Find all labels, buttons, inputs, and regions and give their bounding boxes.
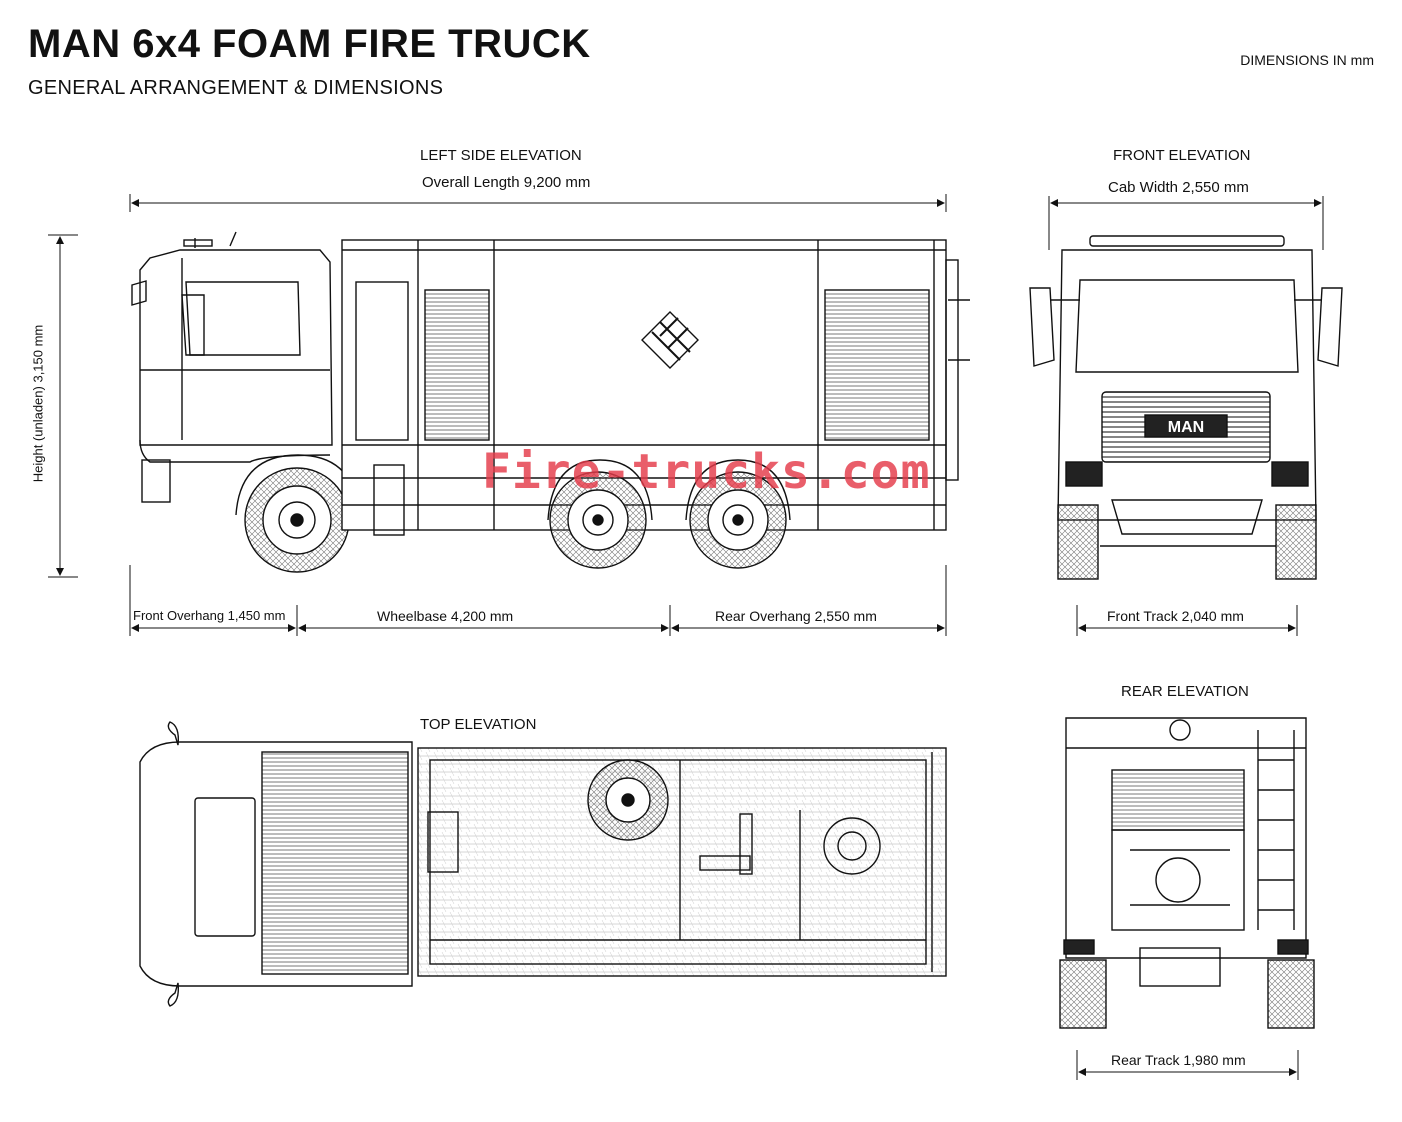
page-title: MAN 6x4 FOAM FIRE TRUCK	[28, 22, 591, 66]
cab-width-label: Cab Width 2,550 mm	[1108, 179, 1249, 196]
rear-elevation-label: REAR ELEVATION	[1121, 683, 1249, 700]
rear-overhang-label: Rear Overhang 2,550 mm	[712, 608, 880, 624]
rear-elevation	[1059, 717, 1315, 1029]
top-elevation-label: TOP ELEVATION	[420, 716, 537, 733]
dimension-lines	[48, 194, 1324, 1080]
wheelbase-label: Wheelbase 4,200 mm	[374, 608, 517, 624]
front-elevation-label: FRONT ELEVATION	[1113, 147, 1251, 164]
left-side-elevation-label: LEFT SIDE ELEVATION	[420, 147, 582, 164]
units-note: DIMENSIONS IN mm	[1240, 52, 1374, 68]
rear-track-label: Rear Track 1,980 mm	[1108, 1052, 1249, 1068]
front-track-label: Front Track 2,040 mm	[1104, 608, 1247, 624]
watermark-text: Fire-trucks.com	[482, 444, 931, 500]
overall-length-label: Overall Length 9,200 mm	[422, 174, 591, 191]
front-elevation: MAN	[1029, 235, 1343, 580]
top-elevation	[139, 721, 947, 1007]
front-overhang-label: Front Overhang 1,450 mm	[130, 608, 289, 623]
grille-badge-text: MAN	[1168, 419, 1204, 436]
page-subtitle: GENERAL ARRANGEMENT & DIMENSIONS	[28, 77, 444, 99]
left-side-elevation	[131, 231, 970, 573]
